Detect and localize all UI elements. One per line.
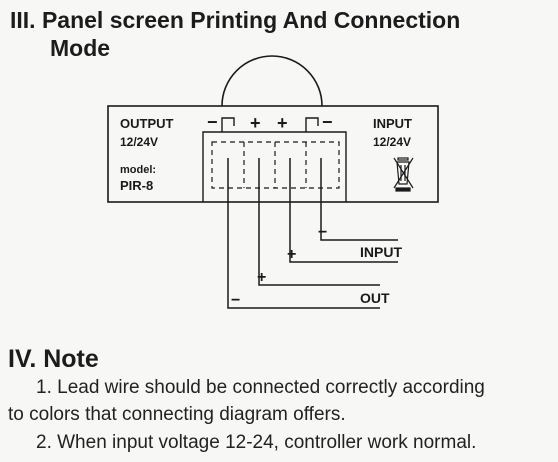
- wire-input-label: INPUT: [360, 244, 402, 260]
- connection-diagram: OUTPUT 12/24V model: PIR-8 INPUT 12/24V …: [107, 55, 439, 309]
- section-3-title: III. Panel screen Printing And Connectio…: [10, 6, 460, 62]
- panel-model-label: model:: [120, 164, 156, 176]
- section-4-title: IV. Note: [8, 345, 99, 373]
- sensor-dome: [221, 55, 323, 107]
- terminal-sign-2: +: [250, 113, 261, 133]
- terminal-sign-3: +: [277, 113, 288, 133]
- terminal-block: [202, 131, 347, 202]
- wire-out-label: OUT: [360, 290, 390, 306]
- wire-out-plus: [258, 158, 380, 286]
- note-1-line-1: 1. Lead wire should be connected correct…: [36, 377, 485, 398]
- section-3-title-line1: III. Panel screen Printing And Connectio…: [10, 7, 461, 33]
- panel-model-value: PIR-8: [120, 178, 153, 193]
- wire-sign-out-plus: +: [257, 269, 266, 286]
- crossed-out-bin-icon: [393, 157, 414, 192]
- note-1-line-2: to colors that connecting diagram offers…: [8, 404, 346, 425]
- panel-input-voltage: 12/24V: [373, 135, 411, 149]
- terminal-notches: [221, 117, 319, 132]
- wires: [227, 158, 398, 309]
- note-2: 2. When input voltage 12-24, controller …: [36, 432, 477, 453]
- panel-input-label: INPUT: [373, 116, 412, 131]
- terminal-sign-4: −: [322, 112, 333, 132]
- wire-sign-out-minus: −: [231, 292, 240, 309]
- section-3-title-line2: Mode: [50, 35, 111, 61]
- panel-output-label: OUTPUT: [120, 116, 174, 131]
- wire-sign-input-plus: +: [287, 246, 296, 263]
- panel-output-voltage: 12/24V: [120, 135, 158, 149]
- wire-input-minus: [320, 158, 398, 241]
- wire-sign-input-minus: −: [318, 224, 327, 241]
- terminal-sign-1: −: [207, 112, 218, 132]
- wire-input-plus: [289, 158, 398, 263]
- wire-out-minus: [227, 158, 380, 309]
- panel-outline: [107, 105, 439, 203]
